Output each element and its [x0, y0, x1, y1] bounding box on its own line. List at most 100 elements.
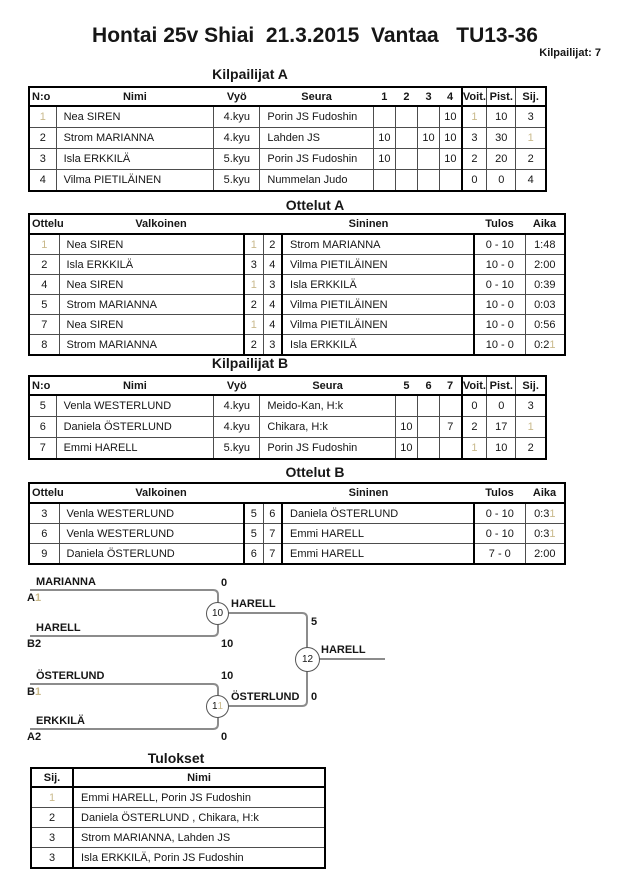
- round-score: [416, 169, 440, 191]
- points-value: 10: [486, 106, 516, 128]
- bracket-winner-name: ÖSTERLUND: [231, 691, 300, 703]
- col-header-no: N:o: [32, 90, 51, 103]
- blue-no: 3: [262, 334, 283, 355]
- match-no: 7: [41, 318, 48, 331]
- round-score: 7: [439, 416, 462, 438]
- white-name: Daniela ÖSTERLUND: [58, 543, 244, 564]
- round-score: [439, 395, 462, 417]
- col-header-5: 5: [403, 379, 410, 392]
- competitor-club: Chikara, H:k: [259, 416, 396, 438]
- result-name: Emmi HARELL, Porin JS Fudoshin: [72, 787, 325, 808]
- round-score: [372, 106, 396, 128]
- competitor-club: Porin JS Fudoshin: [259, 437, 396, 459]
- blue-name: Vilma PIETILÄINEN: [281, 254, 475, 275]
- competitor-no: 7: [39, 442, 46, 454]
- blue-no: 7: [262, 543, 283, 564]
- competitor-row: 2 Strom MARIANNA 4.kyu Lahden JS 10 10 1…: [29, 127, 546, 149]
- bracket-winner-name: HARELL: [231, 598, 276, 610]
- section-heading-matches-a: Ottelut A: [285, 197, 345, 213]
- col-header-place: Sij.: [515, 87, 546, 106]
- wins-value: 1: [460, 106, 487, 128]
- white-no: 6: [242, 543, 264, 564]
- col-header-blue: Sininen: [348, 218, 389, 230]
- result-value: 10 - 0: [473, 334, 526, 355]
- bracket-entry-seed: A1: [27, 592, 42, 604]
- white-name: Nea SIREN: [58, 234, 244, 255]
- bracket-entry-seed: B2: [27, 638, 42, 650]
- blue-name: Emmi HARELL: [281, 543, 475, 564]
- col-header-result: Tulos: [485, 487, 514, 499]
- bracket-entry-score: 0: [221, 731, 228, 743]
- result-row: 3 Strom MARIANNA, Lahden JS: [31, 827, 325, 848]
- competitor-name: Vilma PIETILÄINEN: [55, 169, 214, 191]
- points-value: 0: [486, 169, 516, 191]
- result-value: 0 - 10: [473, 503, 526, 524]
- blue-name: Strom MARIANNA: [281, 234, 475, 255]
- competitor-belt: 4.kyu: [213, 127, 260, 149]
- place-value: 4: [515, 169, 546, 191]
- match-no: 8: [41, 338, 48, 351]
- blue-no: 3: [262, 274, 283, 295]
- col-header-belt: Vyö: [226, 379, 247, 392]
- competitor-name: Isla ERKKILÄ: [55, 148, 214, 170]
- round-score: [394, 395, 418, 417]
- result-place: 2: [48, 811, 56, 824]
- competitor-no: 3: [39, 153, 46, 165]
- header-row: Ottelu Valkoinen Sininen Tulos Aika: [29, 214, 566, 234]
- wins-value: 2: [460, 416, 487, 438]
- match-row: 7 Nea SIREN 1 4 Vilma PIETILÄINEN 10 - 0…: [29, 314, 566, 335]
- bracket-lines: [30, 589, 385, 730]
- competitor-name: Daniela ÖSTERLUND: [55, 416, 214, 438]
- result-place: 3: [48, 831, 56, 844]
- round-score: 10: [439, 148, 462, 170]
- result-value: 0 - 10: [473, 234, 526, 255]
- place-value: 3: [515, 106, 546, 128]
- match-row: 5 Strom MARIANNA 2 4 Vilma PIETILÄINEN 1…: [29, 294, 566, 315]
- round-score: [416, 148, 440, 170]
- white-no: 5: [242, 523, 264, 544]
- time-value: 0:31: [524, 523, 566, 544]
- col-header-match: Ottelu: [32, 487, 64, 499]
- col-header-club: Seura: [312, 379, 343, 392]
- col-header-club: Seura: [301, 90, 332, 103]
- white-name: Isla ERKKILÄ: [58, 254, 244, 275]
- bracket-entry-name: ERKKILÄ: [36, 715, 85, 727]
- col-header-name: Nimi: [122, 90, 147, 103]
- white-name: Venla WESTERLUND: [58, 503, 244, 524]
- header-row: N:o Nimi Vyö Seura 5 6 7 Voit. Pist. Sij…: [29, 376, 546, 395]
- blue-no: 4: [262, 314, 283, 335]
- points-value: 20: [486, 148, 516, 170]
- white-no: 1: [242, 314, 264, 335]
- participants-count: Kilpailijat: 7: [539, 47, 601, 59]
- header-row: Ottelu Valkoinen Sininen Tulos Aika: [29, 483, 566, 503]
- blue-no: 4: [262, 294, 283, 315]
- round-score: 10: [372, 127, 396, 149]
- matches-b-table: Ottelu Valkoinen Sininen Tulos Aika 3 Ve…: [28, 482, 567, 565]
- col-header-belt: Vyö: [226, 90, 247, 103]
- competitor-name: Venla WESTERLUND: [55, 395, 214, 417]
- white-no: 2: [242, 334, 264, 355]
- result-value: 0 - 10: [473, 274, 526, 295]
- round-score: [394, 148, 418, 170]
- bracket-entry-score: 0: [221, 577, 228, 589]
- competitor-name: Emmi HARELL: [55, 437, 214, 459]
- round-score: 10: [416, 127, 440, 149]
- competitor-row: 4 Vilma PIETILÄINEN 5.kyu Nummelan Judo …: [29, 169, 546, 191]
- points-value: 30: [486, 127, 516, 149]
- blue-name: Isla ERKKILÄ: [281, 274, 475, 295]
- result-value: 0 - 10: [473, 523, 526, 544]
- competitor-club: Nummelan Judo: [259, 169, 374, 191]
- place-value: 2: [515, 148, 546, 170]
- blue-name: Daniela ÖSTERLUND: [281, 503, 475, 524]
- bracket-entry-seed: B1: [27, 686, 42, 698]
- blue-name: Emmi HARELL: [281, 523, 475, 544]
- points-value: 17: [486, 416, 516, 438]
- col-header-2: 2: [403, 90, 410, 103]
- match-number-node: 12: [295, 647, 320, 672]
- white-name: Strom MARIANNA: [58, 294, 244, 315]
- col-header-6: 6: [425, 379, 432, 392]
- wins-value: 3: [460, 127, 487, 149]
- col-header-match: Ottelu: [32, 218, 64, 230]
- round-score: [416, 106, 440, 128]
- blue-no: 6: [262, 503, 283, 524]
